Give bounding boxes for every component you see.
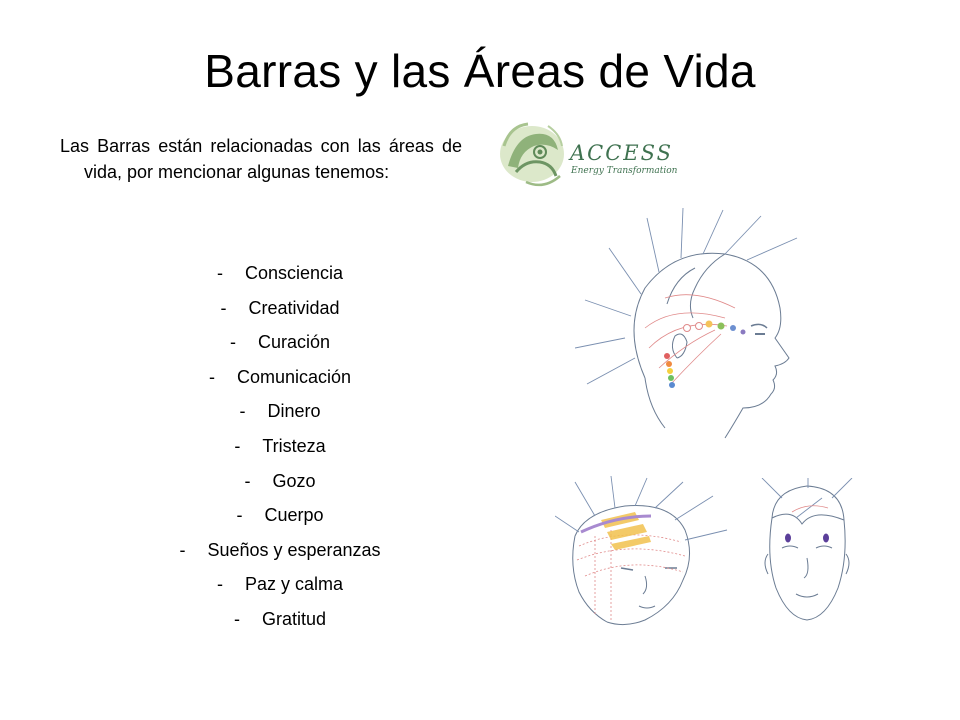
list-item: -Paz y calma — [90, 567, 470, 602]
list-item: -Creatividad — [90, 291, 470, 326]
list-item: - Consciencia — [90, 256, 470, 291]
bullet-dash: - — [229, 332, 236, 353]
life-areas-list: -Consciencia -Creatividad -Curación -Com… — [90, 256, 470, 637]
head-top-diagram-icon — [555, 476, 728, 626]
list-item: -Cuerpo — [90, 498, 470, 533]
bullet-dash: - — [216, 574, 223, 595]
bullet-dash: - — [208, 366, 215, 387]
bullet-dash: - — [233, 608, 240, 629]
bullet-dash: - — [244, 470, 251, 491]
list-item: -Tristeza — [90, 429, 470, 464]
list-item-label: Paz y calma — [244, 574, 344, 595]
list-item: -Gozo — [90, 464, 470, 499]
list-item-label: Cuerpo — [264, 505, 324, 526]
logo-tagline: Energy Transformation — [571, 166, 678, 176]
head-front-diagram-icon — [761, 478, 853, 621]
head-side-diagram-icon — [575, 208, 798, 439]
bullet-dash: - — [179, 539, 186, 560]
list-item: -Dinero — [90, 394, 470, 429]
access-logo-icon — [500, 122, 564, 187]
list-item-label: Tristeza — [262, 435, 326, 456]
bullet-dash: - — [216, 263, 223, 283]
list-item-label: Sueños y esperanzas — [207, 539, 381, 560]
list-item-label: Dinero — [267, 401, 321, 422]
list-item-label: Creatividad — [248, 297, 340, 318]
bullet-dash: - — [220, 297, 227, 318]
list-item-label: Curación — [257, 332, 331, 353]
list-item: -Comunicación — [90, 360, 470, 395]
bullet-dash: - — [236, 505, 243, 526]
logo-name: ACCESS — [570, 141, 674, 165]
illustration-credit — [866, 600, 876, 660]
list-item-label: Consciencia — [244, 263, 344, 283]
bullet-dash: - — [239, 401, 246, 422]
list-item: -Gratitud — [90, 602, 470, 637]
slide-title: Barras y las Áreas de Vida — [204, 45, 756, 97]
list-item: -Sueños y esperanzas — [90, 533, 470, 568]
list-item-label: Comunicación — [236, 366, 352, 387]
list-item-label: Gratitud — [261, 608, 327, 629]
bullet-dash: - — [234, 435, 241, 456]
list-item: -Curación — [90, 325, 470, 360]
list-item-label: Gozo — [272, 470, 316, 491]
intro-paragraph: Las Barras están relacionadas con las ár… — [60, 136, 462, 182]
